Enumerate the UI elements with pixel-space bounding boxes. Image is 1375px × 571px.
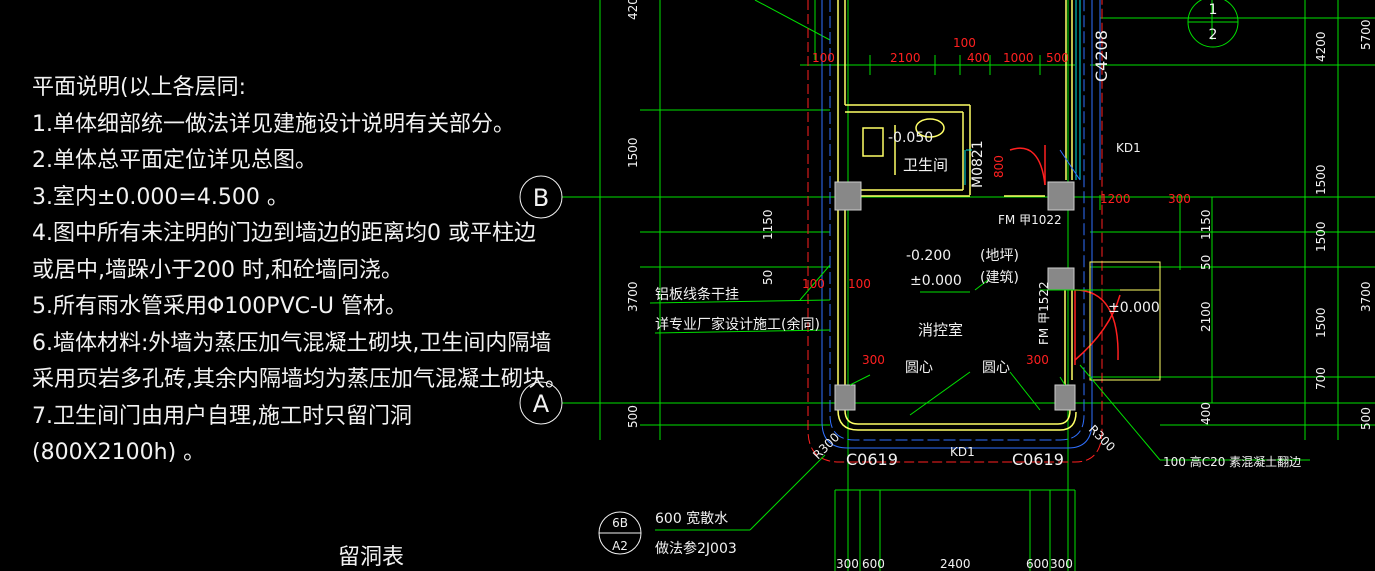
dim-right-2100: 2100: [1199, 301, 1213, 332]
level-ground: -0.200: [906, 248, 951, 264]
window-c0619-right: C0619: [1012, 450, 1064, 469]
dim-bottom-600-a: 600: [862, 557, 885, 571]
dim-300-b: 300: [1026, 353, 1049, 367]
dim-left-1500: 1500: [626, 137, 640, 168]
detail-reference: [598, 511, 642, 555]
dim-100-b: 100: [848, 277, 871, 291]
window-c4208: C4208: [1092, 30, 1111, 82]
dim-right-4200: 4200: [1314, 31, 1328, 62]
dim-right-1500-b: 1500: [1314, 221, 1328, 252]
dim-300-right: 300: [1168, 192, 1191, 206]
dim-left-50: 50: [761, 270, 775, 285]
dim-top-2100: 2100: [890, 51, 921, 65]
table-title: 留洞表: [338, 545, 405, 570]
door-m0821: M0821: [970, 140, 986, 188]
grid-lines: [562, 0, 1375, 571]
notes-item-8: 采用页岩多孔砖,其余内隔墙均为蒸压加气混凝土砌块。: [32, 367, 567, 392]
notes-item-10: (800X2100h) 。: [32, 440, 206, 465]
notes-item-2: 2.单体总平面定位详见总图。: [32, 148, 317, 173]
detail-ref-top: 6B: [612, 516, 628, 530]
notes-item-6: 5.所有雨水管采用Φ100PVC-U 管材。: [32, 294, 408, 319]
columns: [834, 181, 1076, 411]
kd1-top: KD1: [1116, 141, 1141, 155]
grid-bubble-b: [519, 175, 563, 219]
dim-bottom-300-b: 300: [1050, 557, 1073, 571]
notes-title: 平面说明(以上各层同:: [32, 75, 246, 100]
pipe-lines: [964, 0, 1101, 185]
dim-top-100-a: 100: [812, 51, 835, 65]
curb-label: 100 高C20 素混凝土翻边: [1163, 454, 1301, 469]
dim-left-3700: 3700: [626, 281, 640, 312]
dim-right-50: 50: [1199, 255, 1213, 270]
notes-item-9: 7.卫生间门由用户自理,施工时只留门洞: [32, 403, 412, 429]
dim-right-3700: 3700: [1359, 281, 1373, 312]
kd1-bottom: KD1: [950, 445, 975, 459]
grid-label-b: B: [533, 184, 549, 212]
grid-label-1: 1: [1209, 2, 1218, 18]
dim-top-100-b: 100: [953, 36, 976, 50]
grid-label-a: A: [533, 390, 550, 418]
leader-lines: [649, 264, 1310, 531]
dim-top-1000: 1000: [1003, 51, 1034, 65]
notes-item-4: 4.图中所有未注明的门边到墙边的距离均0 或平柱边: [32, 221, 536, 246]
grid-bubble-a: [519, 381, 563, 425]
door-fm-1522: FM 甲1522: [1037, 281, 1051, 345]
dim-100-a: 100: [802, 277, 825, 291]
notes-item-1: 1.单体细部统一做法详见建施设计说明有关部分。: [32, 111, 515, 137]
floor-type: (地坪): [980, 248, 1019, 264]
room-label-control: 消控室: [918, 321, 963, 339]
arc-center-right: 圆心: [982, 360, 1010, 376]
dim-left-1150: 1150: [761, 209, 775, 240]
ditch-note-b: 做法参2J003: [655, 540, 737, 557]
ditch-note-a: 600 宽散水: [655, 510, 728, 527]
dim-right-1500-c: 1500: [1314, 307, 1328, 338]
dim-bottom-2400: 2400: [940, 557, 971, 571]
window-c0619-left: C0619: [846, 450, 898, 469]
arch-note: (建筑): [980, 270, 1019, 286]
dim-bottom-300-a: 300: [836, 557, 859, 571]
vendor-note: 详专业厂家设计施工(余同): [655, 316, 820, 333]
level-floor: ±0.000: [910, 273, 962, 289]
dim-left-420: 420: [626, 0, 640, 20]
detail-ref-bottom: A2: [612, 539, 628, 553]
dim-top-400: 400: [967, 51, 990, 65]
dim-left-500: 500: [626, 405, 640, 428]
dim-300-a: 300: [862, 353, 885, 367]
toilet-level: -0.050: [888, 130, 933, 146]
notes-item-5: 或居中,墙跺小于200 时,和砼墙同浇。: [32, 257, 403, 283]
notes-item-3: 3.室内±0.000=4.500 。: [32, 184, 289, 210]
building-outline: [807, 0, 1103, 463]
external-stair: [1089, 261, 1161, 381]
dim-right-1150: 1150: [1199, 209, 1213, 240]
radius-right: R300: [1086, 422, 1118, 454]
dim-right-5700: 5700: [1359, 19, 1373, 50]
room-label-toilet: 卫生间: [903, 156, 948, 174]
dim-800: 800: [992, 155, 1006, 178]
plan-notes: 平面说明(以上各层同: 1.单体细部统一做法详见建施设计说明有关部分。 2.单体…: [32, 70, 592, 472]
dim-bottom-600-b: 600: [1026, 557, 1049, 571]
grid-label-2: 2: [1209, 27, 1218, 43]
dim-right-400: 400: [1199, 402, 1213, 425]
dim-top-500: 500: [1046, 51, 1069, 65]
dim-1200: 1200: [1100, 192, 1131, 206]
doors: [1009, 145, 1121, 365]
dim-right-700: 700: [1314, 367, 1328, 390]
level-right: ±0.000: [1108, 300, 1160, 316]
arc-center-left: 圆心: [905, 360, 933, 376]
door-fm-1022: FM 甲1022: [998, 213, 1062, 227]
dim-right-1500-a: 1500: [1314, 164, 1328, 195]
aluminum-note: 铝板线条干挂: [655, 286, 739, 303]
dim-right-500: 500: [1359, 407, 1373, 430]
notes-item-7: 6.墙体材料:外墙为蒸压加气混凝土砌块,卫生间内隔墙: [32, 330, 552, 356]
